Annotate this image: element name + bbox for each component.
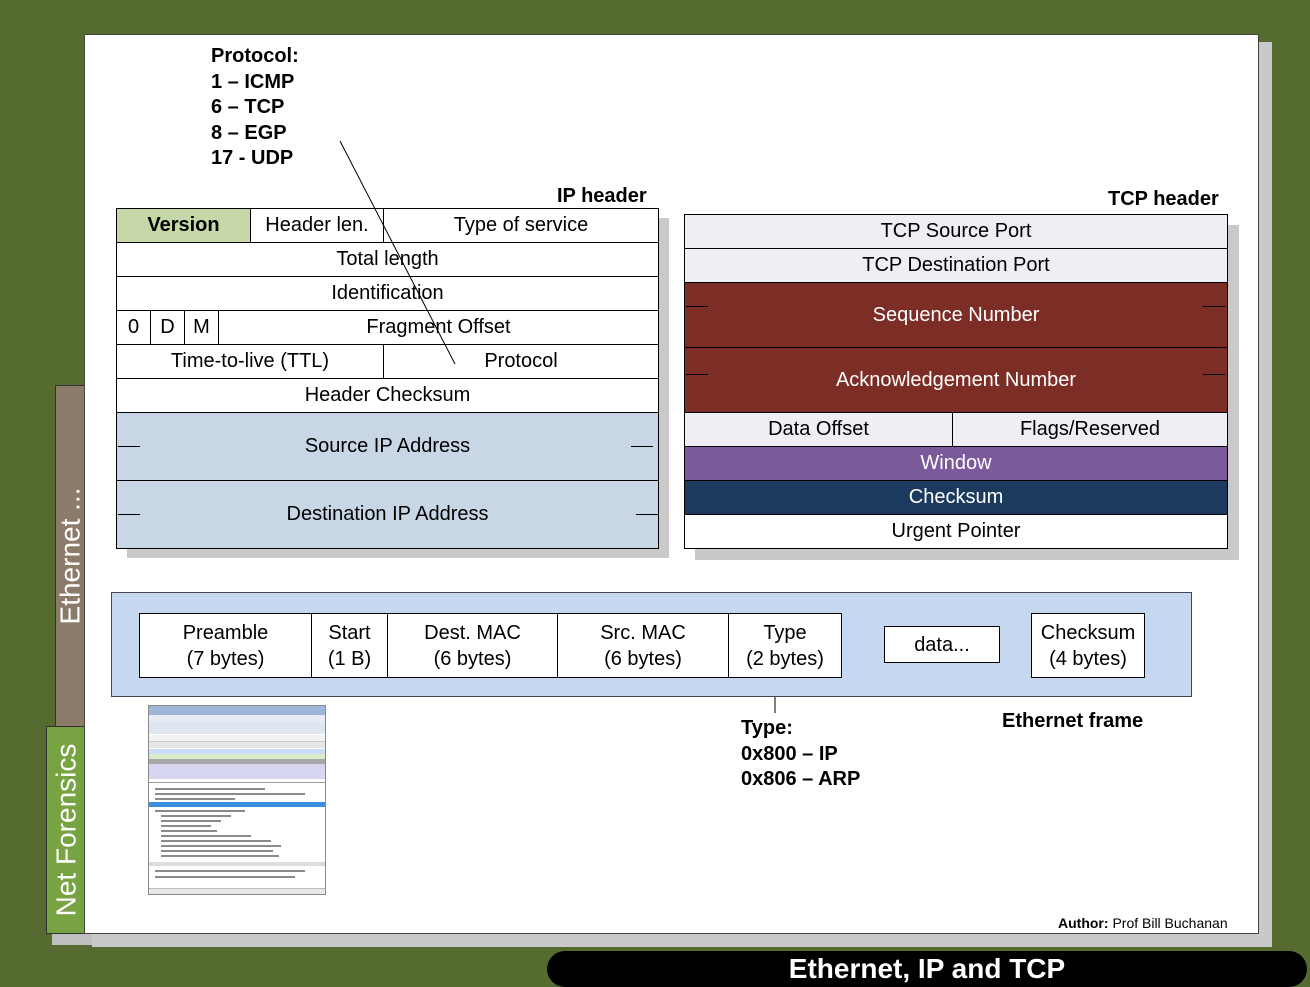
protocol-line: 8 – EGP [211,121,287,144]
type-line: 0x806 – ARP [741,768,861,790]
eth-field-size: (1 B) [327,647,372,670]
ethernet-frame-title: Ethernet frame [1002,710,1144,732]
tcp-source-port-field: TCP Source Port [684,214,1228,249]
net-forensics-side-tab[interactable]: Net Forensics [46,726,86,934]
eth-field-size: (6 bytes) [433,647,512,670]
protocol-line: 17 - UDP [211,147,294,169]
protocol-line: 1 – ICMP [211,70,295,93]
protocol-heading: Protocol: [211,45,299,67]
eth-field-name: Src. MAC [600,621,686,644]
author-label: Author: [1058,915,1109,931]
eth-field-name: Start [328,621,371,644]
ip-type-of-service-field: Type of service [383,208,659,243]
eth-field-size: (6 bytes) [604,647,682,670]
ip-protocol-field: Protocol [383,344,659,379]
eth-field-size: (2 bytes) [746,647,824,670]
eth-field-name: Checksum [1040,621,1136,644]
type-note: Type: 0x800 – IP 0x806 – ARP [741,716,860,793]
ip-destination-address-field: Destination IP Address [116,480,659,549]
wireshark-screenshot-thumbnail [148,705,326,895]
eth-field-name: Type [763,621,807,644]
author-name: Prof Bill Buchanan [1112,915,1228,931]
eth-type-field: Type (2 bytes) [728,613,842,678]
ip-total-length-field: Total length [116,242,659,277]
protocol-note: Protocol: 1 – ICMP 6 – TCP 8 – EGP 17 - … [211,44,299,172]
tcp-acknowledgement-number-field: Acknowledgement Number [684,347,1228,414]
ip-version-field: Version [116,208,251,243]
ip-ttl-field: Time-to-live (TTL) [116,344,384,379]
ip-header-checksum-field: Header Checksum [116,378,659,413]
eth-field-name: Dest. MAC [424,621,521,644]
tcp-window-field: Window [684,446,1228,481]
eth-src-mac-field: Src. MAC (6 bytes) [557,613,729,678]
eth-field-size: (4 bytes) [1049,647,1127,670]
protocol-line: 6 – TCP [211,96,285,118]
type-line: 0x800 – IP [741,742,838,765]
tcp-header-title: TCP header [1108,188,1219,210]
eth-start-field: Start (1 B) [311,613,388,678]
tcp-checksum-field: Checksum [684,480,1228,515]
eth-field-size: (7 bytes) [186,647,265,670]
eth-dest-mac-field: Dest. MAC (6 bytes) [387,613,558,678]
eth-data-label: data... [914,633,970,656]
slide-title: Ethernet, IP and TCP [788,953,1066,984]
type-heading: Type: [741,717,793,739]
ip-identification-field: Identification [116,276,659,311]
tcp-urgent-pointer-field: Urgent Pointer [684,514,1228,549]
tcp-flags-reserved-field: Flags/Reserved [952,412,1228,447]
eth-checksum-field: Checksum (4 bytes) [1031,613,1145,678]
eth-data-field: data... [884,626,1000,663]
ip-fragment-offset-field: Fragment Offset [218,310,659,345]
ip-header-length-field: Header len. [250,208,384,243]
ip-header-title: IP header [557,185,647,207]
ethernet-side-tab[interactable]: Ethernet ... [55,385,86,727]
eth-preamble-field: Preamble (7 bytes) [139,613,312,678]
slide-title-bar: Ethernet, IP and TCP [547,951,1307,987]
tcp-sequence-number-field: Sequence Number [684,282,1228,349]
author-credit: Author: Prof Bill Buchanan [1058,915,1228,931]
eth-field-name: Preamble [182,621,269,644]
tcp-destination-port-field: TCP Destination Port [684,248,1228,283]
